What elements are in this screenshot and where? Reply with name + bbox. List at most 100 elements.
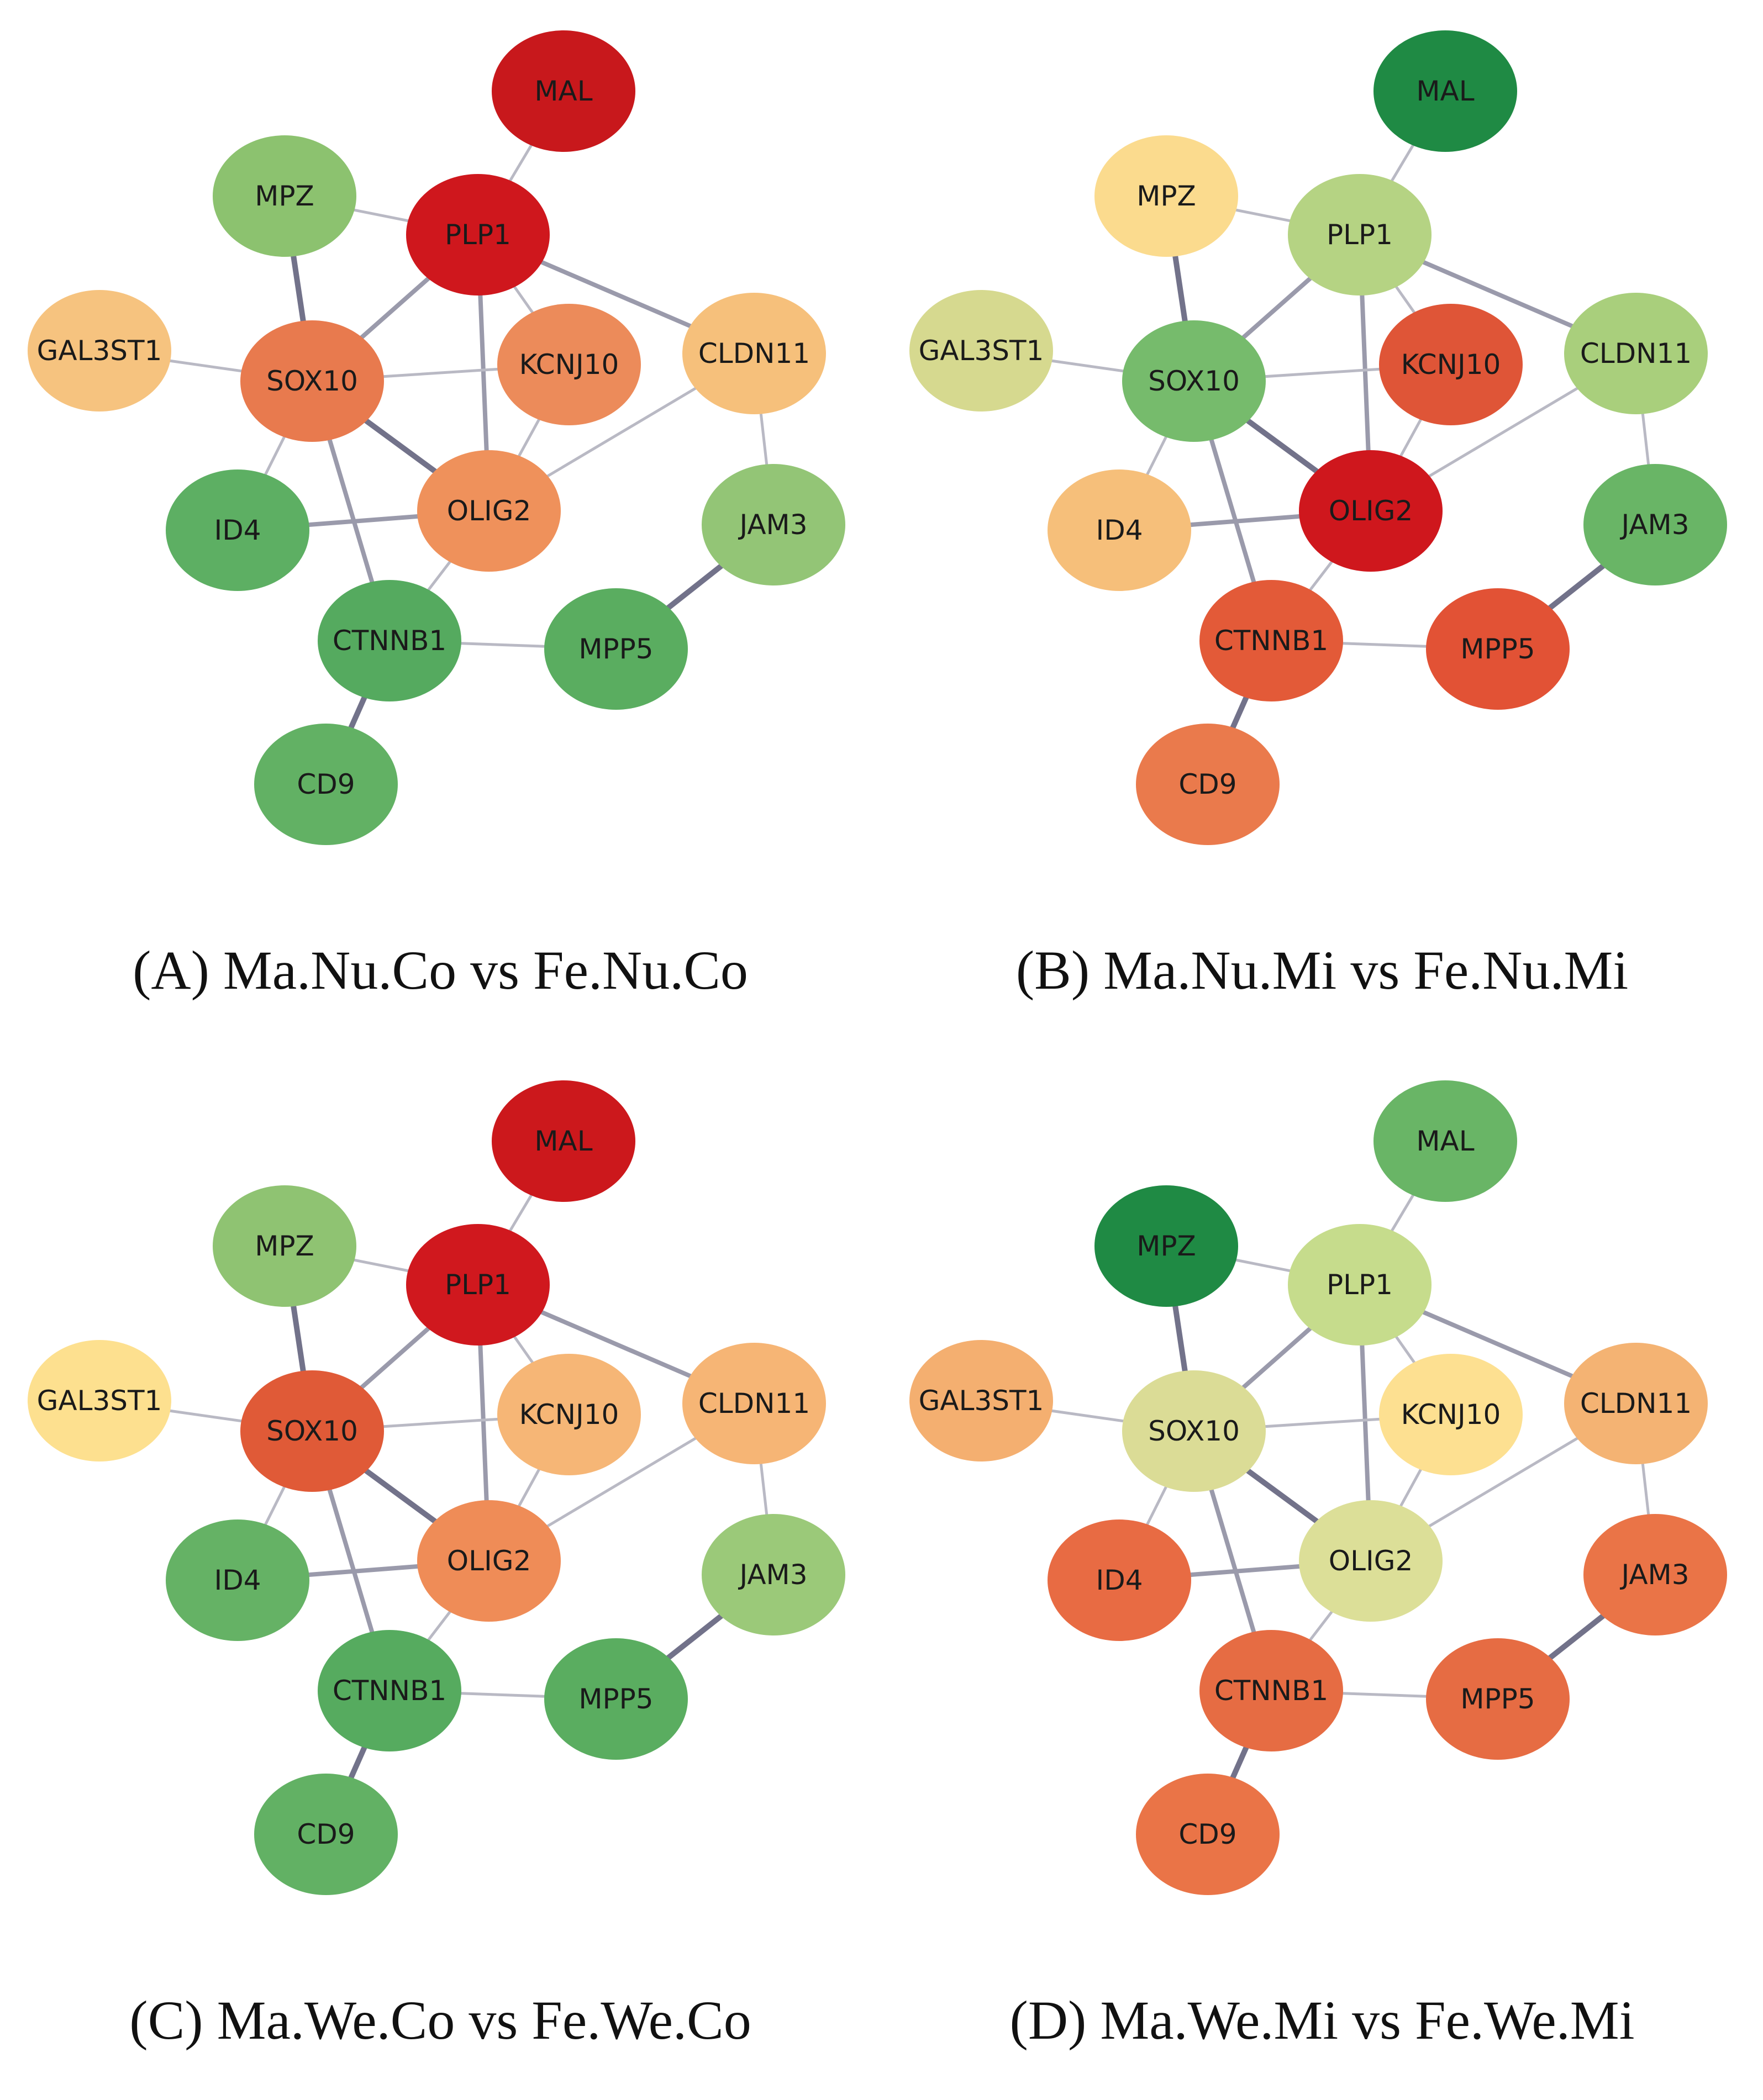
node-circle (1094, 135, 1238, 257)
node-circle (28, 1340, 171, 1461)
node-plp1: PLP1 (406, 174, 550, 296)
node-sox10: SOX10 (240, 1370, 384, 1492)
node-circle (1426, 1638, 1570, 1760)
node-jam3: JAM3 (702, 1514, 845, 1635)
node-gal3st1: GAL3ST1 (909, 1340, 1053, 1461)
node-circle (1583, 464, 1727, 585)
node-label: GAL3ST1 (37, 1385, 162, 1417)
node-plp1: PLP1 (1288, 1224, 1432, 1346)
node-circle (417, 450, 561, 572)
node-mpp5: MPP5 (1426, 1638, 1570, 1760)
node-label: JAM3 (738, 509, 807, 541)
node-circle (254, 1774, 398, 1895)
node-label: KCNJ10 (1401, 1399, 1501, 1431)
node-label: MAL (1416, 1125, 1474, 1157)
node-ctnnb1: CTNNB1 (1199, 1630, 1343, 1751)
node-label: ID4 (1096, 514, 1143, 546)
node-label: CTNNB1 (333, 1675, 446, 1707)
node-circle (166, 469, 309, 591)
node-label: GAL3ST1 (37, 335, 162, 367)
node-gal3st1: GAL3ST1 (28, 290, 171, 411)
panel-caption: (D) Ma.We.Mi vs Fe.We.Mi (1010, 1990, 1635, 2051)
node-circle (1583, 1514, 1727, 1635)
node-id4: ID4 (166, 469, 309, 591)
node-circle (497, 304, 641, 425)
node-gal3st1: GAL3ST1 (909, 290, 1053, 411)
node-circle (1048, 1519, 1191, 1641)
node-label: ID4 (214, 1564, 261, 1596)
node-circle (544, 588, 688, 710)
node-circle (1426, 588, 1570, 710)
node-circle (240, 320, 384, 442)
node-circle (406, 174, 550, 296)
node-circle (1136, 1774, 1280, 1895)
node-label: GAL3ST1 (919, 335, 1044, 367)
node-circle (1564, 1343, 1708, 1464)
node-circle (492, 1080, 635, 1202)
node-circle (909, 1340, 1053, 1461)
node-cd9: CD9 (1136, 1774, 1280, 1895)
node-label: MPP5 (578, 1683, 653, 1715)
node-circle (1048, 469, 1191, 591)
node-label: KCNJ10 (519, 1399, 619, 1431)
node-cldn11: CLDN11 (1564, 1343, 1708, 1464)
node-circle (213, 135, 356, 257)
node-circle (1199, 1630, 1343, 1751)
node-label: OLIG2 (447, 1545, 531, 1577)
node-label: PLP1 (445, 1269, 511, 1301)
node-circle (1288, 1224, 1432, 1346)
node-circle (28, 290, 171, 411)
node-mpz: MPZ (1094, 1185, 1238, 1307)
node-circle (417, 1500, 561, 1622)
node-label: PLP1 (1327, 219, 1393, 251)
node-label: CD9 (1178, 1818, 1236, 1850)
node-circle (1379, 304, 1523, 425)
node-label: PLP1 (445, 219, 511, 251)
node-circle (406, 1224, 550, 1346)
node-circle (492, 30, 635, 152)
node-id4: ID4 (1048, 469, 1191, 591)
node-label: CTNNB1 (1214, 625, 1328, 657)
node-label: CD9 (297, 768, 355, 800)
node-ctnnb1: CTNNB1 (1199, 580, 1343, 701)
node-label: CTNNB1 (1214, 1675, 1328, 1707)
node-circle (497, 1354, 641, 1475)
node-circle (254, 724, 398, 845)
node-olig2: OLIG2 (1299, 450, 1443, 572)
node-olig2: OLIG2 (417, 1500, 561, 1622)
node-label: OLIG2 (1329, 1545, 1413, 1577)
node-label: SOX10 (266, 365, 358, 397)
node-circle (1122, 320, 1266, 442)
node-jam3: JAM3 (1583, 464, 1727, 585)
node-label: JAM3 (738, 1559, 807, 1591)
node-plp1: PLP1 (1288, 174, 1432, 296)
node-id4: ID4 (1048, 1519, 1191, 1641)
node-mal: MAL (1373, 1080, 1517, 1202)
node-label: MPP5 (1460, 633, 1535, 665)
node-label: CLDN11 (698, 1387, 810, 1420)
node-circle (682, 1343, 826, 1464)
node-sox10: SOX10 (240, 320, 384, 442)
node-label: CLDN11 (1580, 1387, 1692, 1420)
node-circle (1299, 1500, 1443, 1622)
node-circle (1199, 580, 1343, 701)
node-circle (702, 1514, 845, 1635)
panel-caption: (C) Ma.We.Co vs Fe.We.Co (129, 1990, 751, 2051)
node-circle (166, 1519, 309, 1641)
node-kcnj10: KCNJ10 (497, 1354, 641, 1475)
node-label: MAL (1416, 75, 1474, 107)
node-mal: MAL (492, 30, 635, 152)
node-label: MPP5 (578, 633, 653, 665)
node-circle (1564, 293, 1708, 414)
node-label: ID4 (214, 514, 261, 546)
node-label: KCNJ10 (519, 349, 619, 381)
node-olig2: OLIG2 (1299, 1500, 1443, 1622)
node-label: MPZ (255, 1230, 314, 1262)
